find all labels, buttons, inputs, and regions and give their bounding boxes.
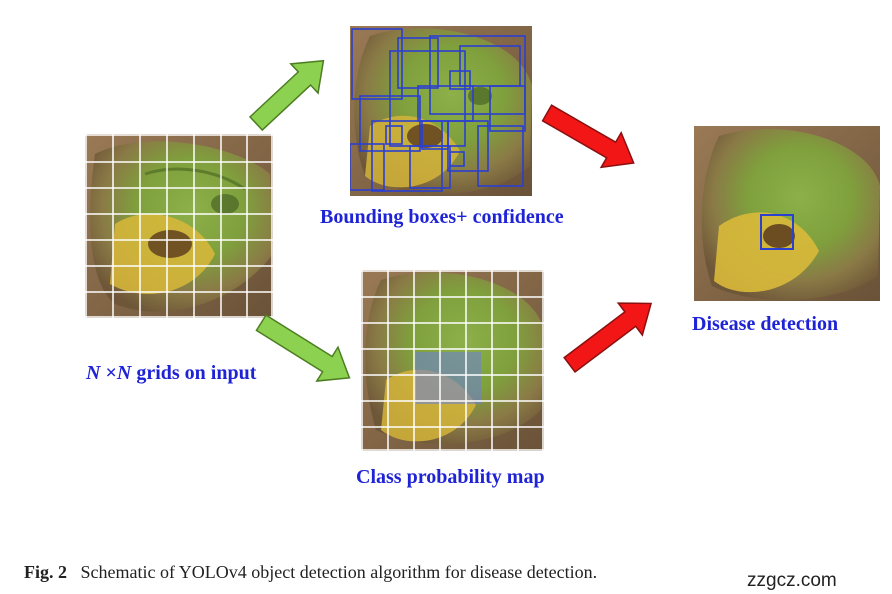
- grid-variable-b: N: [116, 362, 132, 384]
- bounding-box-overlays: [350, 28, 526, 192]
- grid-lines: [85, 134, 273, 318]
- figure-number: Fig. 2: [24, 562, 67, 582]
- grid-times-sign: ×: [100, 362, 117, 384]
- arrow-input-to-bboxes: [248, 59, 325, 132]
- probability-highlight: [416, 352, 481, 404]
- figure-caption: Fig. 2 Schematic of YOLOv4 object detect…: [24, 562, 597, 583]
- detection-result-image: [694, 126, 880, 301]
- arrow-bboxes-to-detection: [541, 104, 635, 169]
- input-grid-label: N ×N grids on input: [86, 362, 256, 385]
- watermark-text: zzgcz.com: [747, 570, 837, 591]
- figure-caption-text: Schematic of YOLOv4 object detection alg…: [80, 562, 598, 582]
- input-grid-image: [85, 134, 273, 318]
- detection-label: Disease detection: [692, 313, 839, 335]
- class-probability-image: [361, 270, 544, 451]
- arrow-input-to-classmap: [255, 314, 351, 382]
- bounding-boxes-image: [350, 26, 532, 196]
- class-probability-label: Class probability map: [356, 466, 545, 488]
- grid-lines: [361, 270, 544, 451]
- detected-lesion-box: [760, 214, 794, 250]
- grid-label-rest: grids on input: [131, 362, 257, 384]
- leaf-photo-detection: [694, 126, 880, 301]
- leaf-photo-input: [85, 134, 273, 318]
- arrow-classmap-to-detection: [563, 302, 653, 374]
- grid-variable-a: N: [86, 362, 101, 384]
- bounding-boxes-label: Bounding boxes+ confidence: [320, 206, 564, 228]
